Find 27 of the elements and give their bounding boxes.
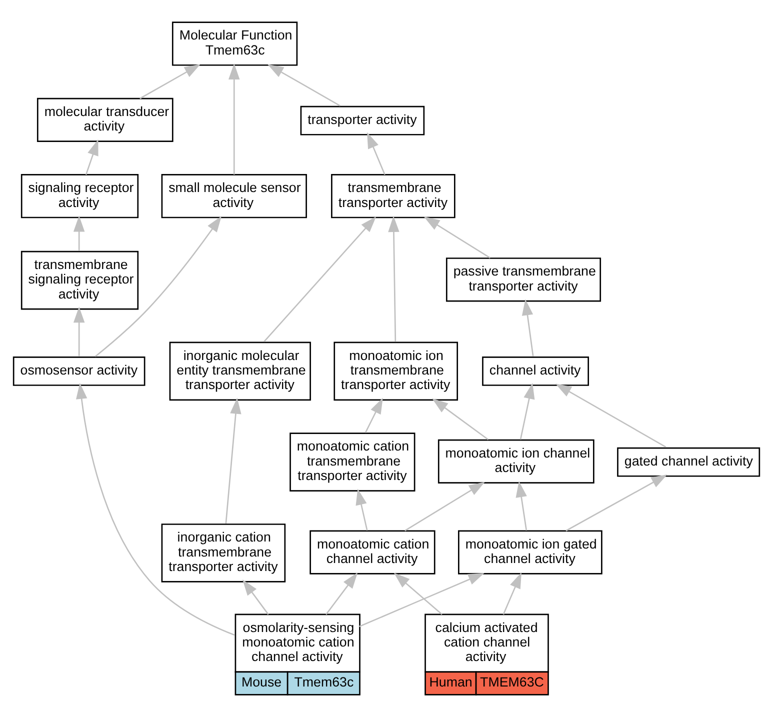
arrow: [356, 488, 368, 531]
arrow: [502, 572, 522, 615]
arrow: [242, 579, 269, 615]
arrow: [94, 216, 222, 358]
arrow: [520, 382, 535, 440]
arrow: [85, 139, 98, 175]
arrow: [432, 398, 489, 440]
arrow: [359, 572, 484, 628]
arrow: [225, 398, 242, 524]
arrow: [364, 398, 383, 433]
arrow: [404, 482, 485, 532]
arrow: [76, 382, 235, 636]
arrow: [264, 216, 376, 342]
arrow: [522, 299, 534, 356]
arrow: [268, 64, 340, 106]
arrow: [73, 216, 85, 250]
arrow: [228, 63, 240, 175]
arrow: [73, 306, 85, 356]
arrow: [566, 474, 668, 532]
arrow: [388, 216, 400, 342]
arrow: [140, 64, 200, 100]
arrow: [394, 572, 442, 615]
arrow: [516, 481, 528, 531]
arrow: [326, 572, 358, 615]
arrow: [367, 132, 386, 175]
arrow: [424, 216, 490, 258]
arrow: [555, 384, 666, 448]
